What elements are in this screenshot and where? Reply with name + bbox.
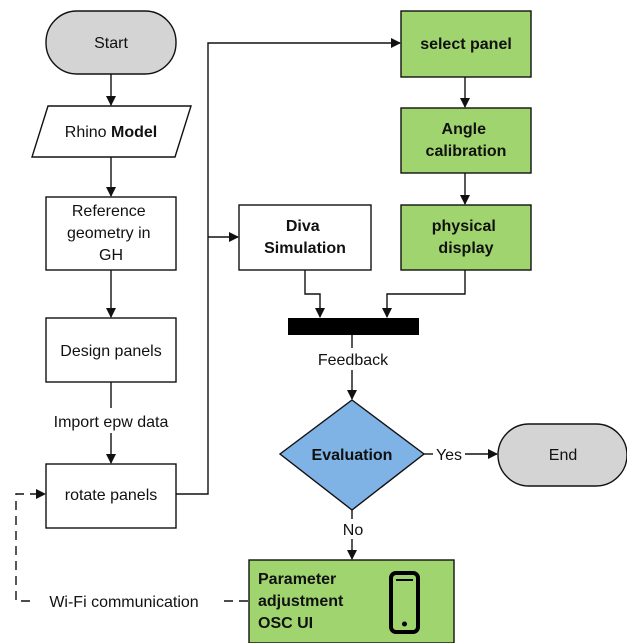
wifi-communication-label: Wi-Fi communication (49, 594, 198, 611)
rotate-panels-label: rotate panels (65, 487, 158, 504)
parameter-adjustment-label: Parameter adjustment OSC UI (258, 571, 348, 632)
node-diva-simulation: Diva Simulation (238, 204, 372, 271)
node-rhino-model: Rhino Model (31, 105, 192, 158)
parameter-line-2: adjustment (258, 593, 344, 610)
edge-wifi-dashed-left (15, 489, 46, 602)
diva-simulation-label: Diva Simulation (264, 218, 346, 257)
edge-rotate-select (176, 38, 401, 495)
edge-physical-bar (382, 270, 466, 318)
yes-label: Yes (436, 447, 462, 464)
parameter-line-1: Parameter (258, 571, 336, 588)
physical-line-2: display (438, 240, 493, 257)
angle-calibration-label: Angle calibration (426, 121, 507, 160)
reference-line-1: Reference (72, 203, 146, 220)
node-physical-display: physical display (400, 204, 532, 271)
node-reference-geometry: Reference geometry in GH (45, 196, 177, 271)
start-label: Start (94, 35, 128, 52)
join-bar (288, 318, 419, 335)
rhino-label-plain: Rhino (65, 124, 111, 141)
end-label: End (549, 447, 577, 464)
node-parameter-adjustment: Parameter adjustment OSC UI (248, 559, 455, 643)
select-panel-label: select panel (420, 36, 512, 53)
node-evaluation: Evaluation (278, 399, 426, 511)
node-angle-calibration: Angle calibration (400, 107, 532, 174)
node-select-panel: select panel (400, 10, 532, 78)
physical-line-1: physical (432, 218, 496, 235)
reference-line-2: geometry in (67, 225, 151, 242)
reference-geometry-label: Reference geometry in GH (67, 203, 155, 264)
no-label: No (343, 522, 364, 539)
rhino-label-bold: Model (111, 124, 157, 141)
node-start: Start (45, 10, 177, 75)
edges (15, 38, 498, 602)
evaluation-label: Evaluation (312, 447, 393, 464)
node-design-panels: Design panels (45, 317, 177, 383)
import-epw-label: Import epw data (54, 414, 169, 431)
design-panels-label: Design panels (60, 343, 161, 360)
physical-display-label: physical display (432, 218, 500, 257)
reference-line-3: GH (99, 247, 123, 264)
angle-line-2: calibration (426, 143, 507, 160)
edge-diva-bar (304, 270, 325, 318)
rhino-model-label: Rhino Model (65, 124, 157, 141)
diva-line-1: Diva (286, 218, 320, 235)
angle-line-1: Angle (442, 121, 487, 138)
diva-line-2: Simulation (264, 240, 346, 257)
parameter-line-3: OSC UI (258, 615, 313, 632)
node-end: End (497, 423, 627, 487)
feedback-label: Feedback (318, 352, 389, 369)
node-rotate-panels: rotate panels (45, 463, 177, 529)
smartphone-icon (389, 571, 420, 634)
